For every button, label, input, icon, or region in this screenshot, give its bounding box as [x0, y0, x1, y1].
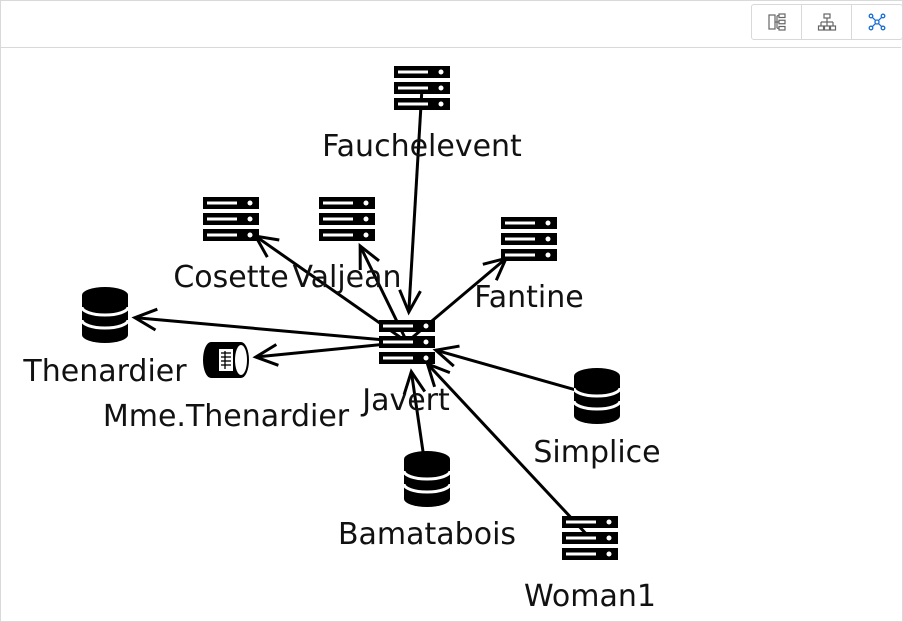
- disk-icon: [203, 342, 249, 378]
- node-label: Thenardier: [22, 354, 187, 389]
- node-label: Cosette: [173, 260, 288, 295]
- node-label: Mme.Thenardier: [103, 399, 350, 434]
- server-icon: [562, 516, 618, 560]
- edge-line: [426, 362, 588, 535]
- edge-line: [435, 348, 592, 396]
- edge-line: [254, 234, 403, 340]
- node-simplice[interactable]: Simplice: [533, 368, 661, 470]
- node-woman1[interactable]: Woman1: [524, 516, 656, 614]
- arrowhead: [398, 289, 422, 316]
- node-valjean[interactable]: Valjean: [292, 197, 402, 295]
- node-fantine[interactable]: Fantine: [474, 217, 584, 315]
- toolbar-divider: [0, 47, 901, 48]
- arrowhead: [131, 307, 158, 332]
- node-label: Fauchelevent: [322, 129, 522, 164]
- server-icon: [379, 320, 435, 364]
- edge-javert-thenardier[interactable]: [131, 307, 402, 343]
- node-thenardier[interactable]: Thenardier: [22, 287, 187, 389]
- hierarchy-layout-button[interactable]: [802, 5, 852, 39]
- edge-javert-mme_thenardier[interactable]: [252, 341, 402, 367]
- arrowhead: [252, 343, 279, 367]
- node-cosette[interactable]: Cosette: [173, 197, 289, 295]
- tree-layout-icon: [767, 13, 786, 31]
- server-icon: [319, 197, 375, 241]
- node-label: Valjean: [292, 260, 401, 295]
- node-javert[interactable]: Javert: [360, 320, 450, 418]
- server-icon: [394, 66, 450, 110]
- node-label: Woman1: [524, 579, 656, 614]
- node-label: Bamatabois: [338, 517, 516, 552]
- layout-toolbar: [751, 4, 903, 40]
- arrowhead: [402, 368, 427, 396]
- server-icon: [501, 217, 557, 261]
- edge-line: [134, 316, 402, 343]
- node-mme_thenardier[interactable]: Mme.Thenardier: [103, 342, 350, 434]
- arrowhead: [358, 242, 380, 270]
- database-icon: [82, 287, 128, 343]
- node-bamatabois[interactable]: Bamatabois: [338, 451, 516, 552]
- node-label: Simplice: [533, 435, 660, 470]
- edge-line: [255, 341, 402, 359]
- hierarchy-layout-icon: [817, 13, 836, 31]
- server-icon: [203, 197, 259, 241]
- edge-simplice-javert[interactable]: [432, 344, 592, 396]
- database-icon: [574, 368, 620, 424]
- edge-fauchelevent-javert[interactable]: [398, 93, 424, 316]
- node-label: Javert: [360, 383, 450, 418]
- node-fauchelevent[interactable]: Fauchelevent: [322, 66, 522, 164]
- arrowhead: [432, 344, 460, 368]
- tree-layout-button[interactable]: [752, 5, 802, 39]
- database-icon: [404, 451, 450, 507]
- edge-line: [407, 93, 424, 313]
- node-label: Fantine: [474, 280, 583, 315]
- force-layout-button[interactable]: [852, 5, 902, 39]
- force-layout-icon: [868, 13, 886, 31]
